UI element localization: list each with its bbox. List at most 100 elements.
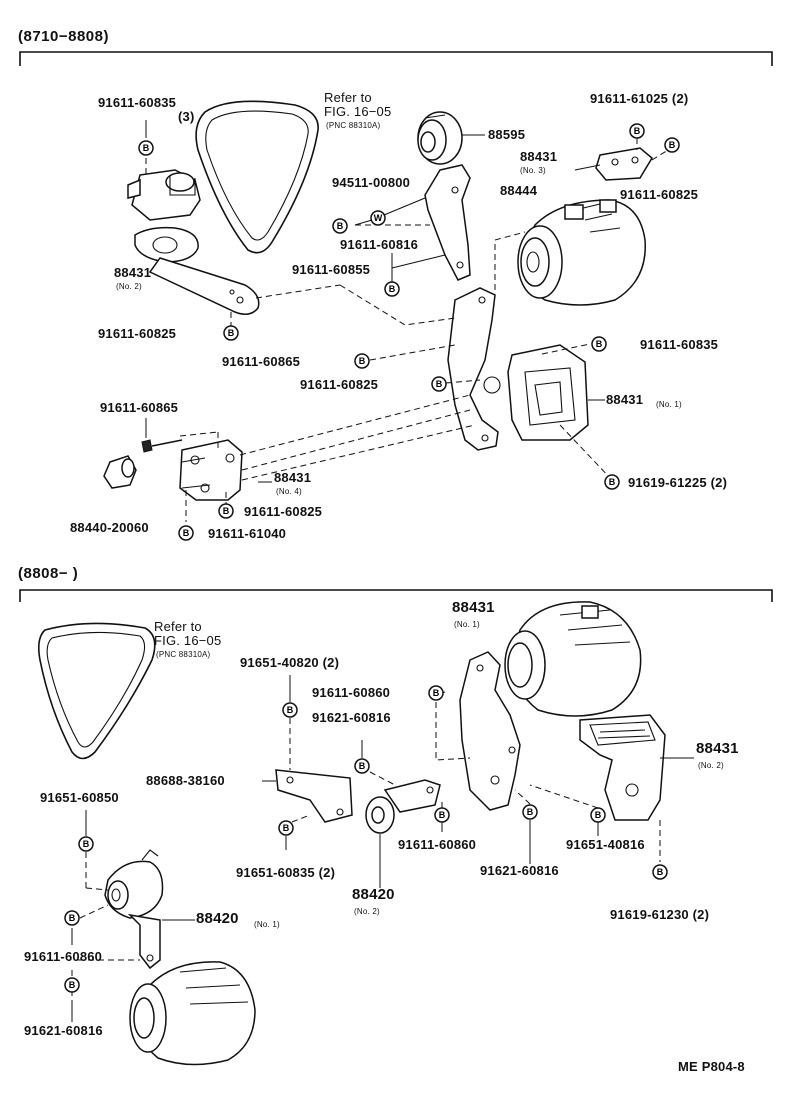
v-belt-bottom <box>38 622 156 760</box>
bracket-plate-bottom <box>459 651 521 811</box>
part-sub-label: (No. 2) <box>354 907 380 916</box>
part-sub-label: (No. 2) <box>116 282 142 291</box>
bottom-section-frame <box>19 589 773 602</box>
ac-compressor-bottom-right <box>504 601 642 717</box>
part-number-label: 88420 <box>196 910 239 927</box>
refer-figure: FIG. 16−05 <box>154 633 222 648</box>
bolt-symbol-letter: B <box>389 284 396 294</box>
bolt-symbol <box>64 910 80 926</box>
washer-symbol <box>370 210 386 226</box>
bolt-symbol-letter: B <box>83 839 90 849</box>
top-section-frame <box>19 51 773 66</box>
bolt-symbol-letter: B <box>609 477 616 487</box>
part-number-label: 91611-61025 (2) <box>590 91 689 106</box>
bolt-symbol <box>434 807 450 823</box>
spacer-88440 <box>103 455 137 489</box>
part-number-label: 91611-60825 <box>300 377 379 392</box>
bolt-symbol-letter: B <box>436 379 443 389</box>
part-number-label: 91611-60855 <box>292 262 371 277</box>
bolt-symbol <box>282 702 298 718</box>
part-sub-label: (No. 1) <box>656 400 682 409</box>
bolt-symbol-letter: B <box>634 126 641 136</box>
bolt-symbol-letter: B <box>669 140 676 150</box>
bracket-no4 <box>179 439 243 501</box>
bolt-symbol <box>178 525 194 541</box>
stay-88688 <box>275 769 353 823</box>
bolt-symbol-letter: B <box>228 328 235 338</box>
part-number-label: 91611-60825 <box>98 326 177 341</box>
part-number-label: 88431 <box>114 265 152 280</box>
bolt-symbol <box>354 758 370 774</box>
bolt-symbol <box>354 353 370 369</box>
bolt-symbol <box>431 376 447 392</box>
part-sub-label: (No. 2) <box>698 761 724 770</box>
part-number-label: 94511-00800 <box>332 175 411 190</box>
bolt-symbol-letter: B <box>69 913 76 923</box>
part-sub-label: (No. 1) <box>254 920 280 929</box>
bolt-symbol-letter: B <box>359 356 366 366</box>
bolt-symbol <box>591 336 607 352</box>
part-number-label: 91611-60835 <box>640 337 719 352</box>
bolt-symbol-letter: B <box>657 867 664 877</box>
bolt-symbol <box>629 123 645 139</box>
part-number-label: 88431 <box>452 599 495 616</box>
part-number-label: 91619-61225 (2) <box>628 475 728 490</box>
part-sub-label: (No. 4) <box>276 487 302 496</box>
part-number-label: 88420 <box>352 886 395 903</box>
bolt-symbol <box>278 820 294 836</box>
water-outlet-bracket <box>127 169 201 221</box>
part-number-label: 88431 <box>696 740 739 757</box>
part-number-label: 91651-60835 (2) <box>236 865 336 880</box>
top-leader-lines <box>145 120 669 522</box>
bracket-no1-block <box>507 344 589 441</box>
bracket-no3 <box>595 147 653 181</box>
bolt-symbol-letter: B <box>596 339 603 349</box>
part-number-label: 91611-60865 <box>100 400 179 415</box>
bolt-symbol <box>522 804 538 820</box>
gasket-plate <box>134 226 199 263</box>
bolt-symbol-letter: B <box>439 810 446 820</box>
part-number-label: 91611-61040 <box>208 526 287 541</box>
refer-figure: FIG. 16−05 <box>324 104 392 119</box>
bracket-plate-top <box>447 287 499 451</box>
part-number-label: 91621-60816 <box>24 1023 103 1038</box>
bolt-symbol-letter: B <box>283 823 290 833</box>
part-number-label: 91651-60850 <box>40 790 119 805</box>
refer-pnc: (PNC 88310A) <box>156 650 211 659</box>
bolt-symbol <box>604 474 620 490</box>
part-number-label: 88431 <box>274 470 312 485</box>
bolt-symbol-letter: B <box>359 761 366 771</box>
bottom-leader-lines <box>71 675 694 1022</box>
part-number-label: 88431 <box>606 392 644 407</box>
idler-88420-no2 <box>365 779 441 834</box>
refer-note: Refer to <box>154 619 202 634</box>
part-number-label: 91621-60816 <box>312 710 391 725</box>
figure-code: ME P804-8 <box>678 1059 745 1074</box>
section-range-label: (8808− ) <box>18 565 79 582</box>
bolt-symbol <box>78 836 94 852</box>
bolt-symbol-letter: B <box>595 810 602 820</box>
part-number-label: 91611-60860 <box>312 685 391 700</box>
part-number-label: 91611-60835 <box>98 95 177 110</box>
ac-compressor-top <box>517 199 646 306</box>
quantity-label: (3) <box>178 109 195 124</box>
part-number-label: 91619-61230 (2) <box>610 907 710 922</box>
part-sub-label: (No. 1) <box>454 620 480 629</box>
section-range-label: (8710−8808) <box>18 28 109 45</box>
part-number-label: 91651-40816 <box>566 837 645 852</box>
bolt-91611-60865 <box>141 439 183 453</box>
part-number-label: 91611-60816 <box>340 237 419 252</box>
bolt-symbol <box>652 864 668 880</box>
bolt-symbol-letter: B <box>337 221 344 231</box>
part-number-label: 91621-60816 <box>480 863 559 878</box>
bolt-symbol-letter: B <box>183 528 190 538</box>
bolt-symbol <box>332 218 348 234</box>
v-belt-top <box>195 100 319 254</box>
part-number-label: 91611-60825 <box>244 504 323 519</box>
bracket-88444 <box>424 164 471 281</box>
part-number-label: 88431 <box>520 149 558 164</box>
refer-note: Refer to <box>324 90 372 105</box>
bolt-symbol <box>138 140 154 156</box>
part-number-label: 91651-40820 (2) <box>240 655 340 670</box>
